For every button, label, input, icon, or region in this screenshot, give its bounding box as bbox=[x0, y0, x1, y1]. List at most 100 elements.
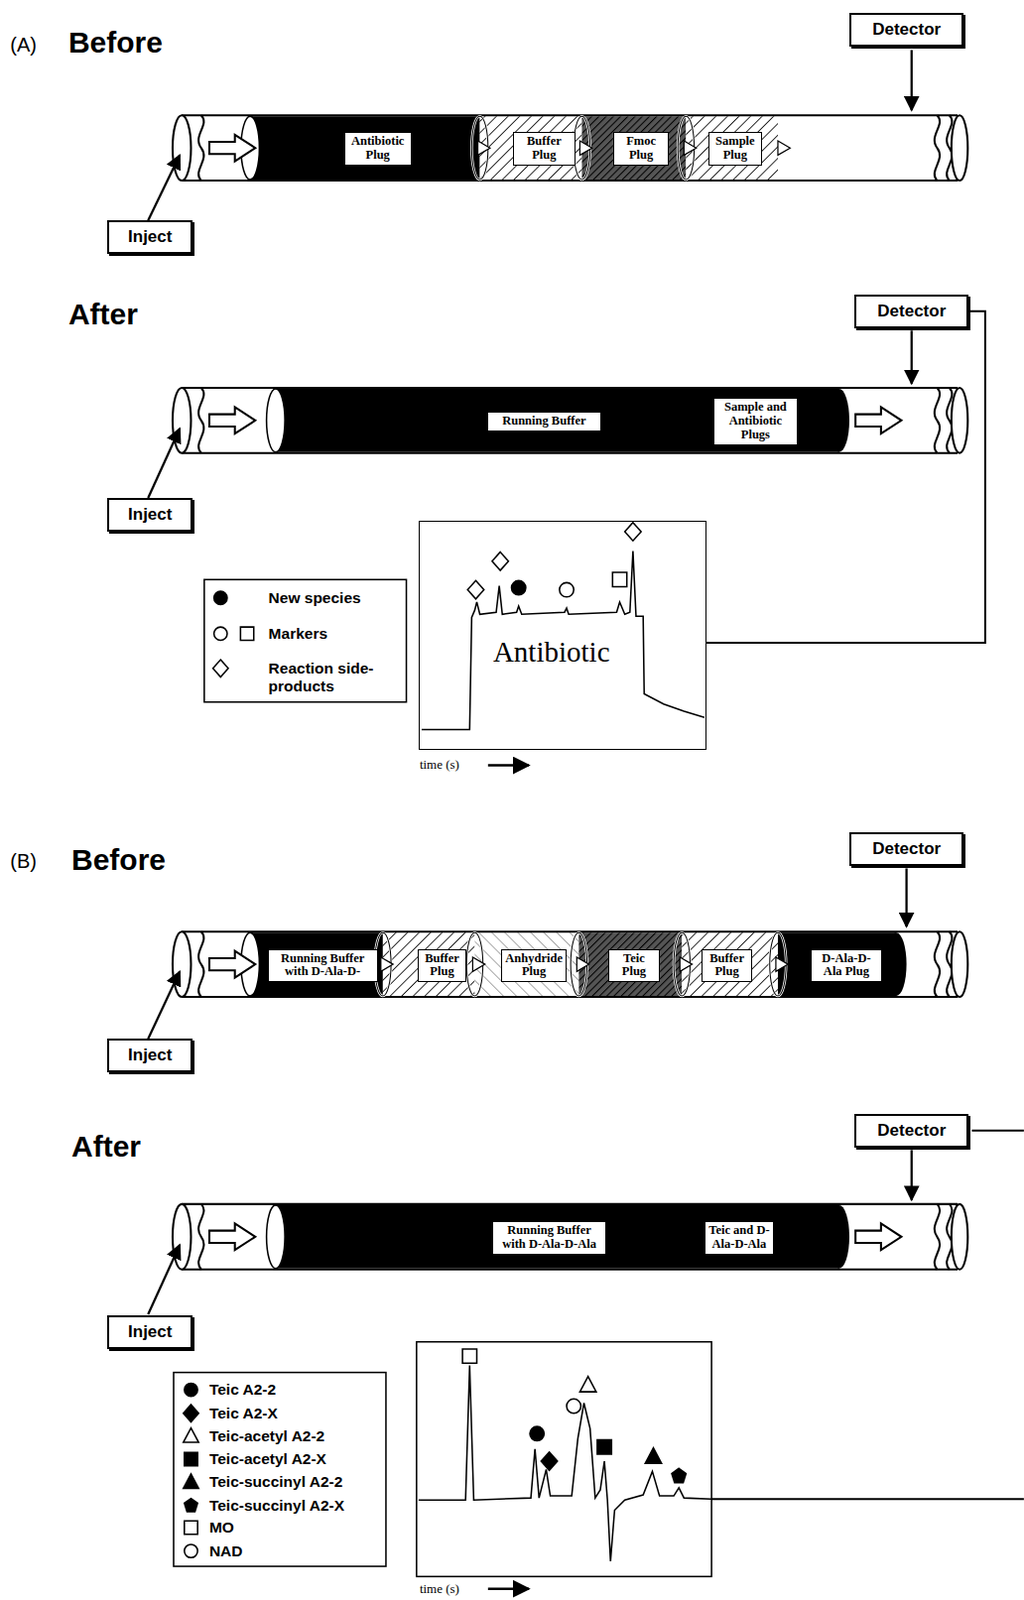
legend-frame bbox=[204, 579, 407, 702]
label-box: Detector bbox=[849, 832, 964, 867]
node-text: Sample Plug bbox=[712, 134, 759, 163]
capillary-wall bbox=[181, 179, 958, 182]
plug-label: Buffer Plug bbox=[701, 949, 753, 984]
capillary-wall bbox=[181, 386, 958, 389]
time-arrow bbox=[488, 1587, 529, 1591]
plug-band bbox=[828, 388, 850, 453]
flow-arrow bbox=[683, 140, 696, 155]
plug-band bbox=[777, 932, 896, 997]
marker-symbol bbox=[579, 1377, 596, 1393]
inject-arrow bbox=[147, 971, 180, 1039]
signal-wire bbox=[711, 1498, 1024, 1501]
node-text: Detector bbox=[857, 19, 956, 40]
plug-label: Sample and Antibiotic Plugs bbox=[713, 397, 797, 445]
capillary-break bbox=[934, 115, 940, 181]
capillary-wall bbox=[181, 114, 958, 117]
flow-arrow bbox=[855, 1223, 901, 1251]
detector-arrow bbox=[910, 330, 913, 384]
inject-arrow bbox=[147, 1245, 180, 1315]
node-text: Buffer Plug bbox=[516, 134, 573, 163]
detector-arrow bbox=[910, 1150, 913, 1200]
panel-heading: After bbox=[71, 1130, 141, 1164]
panel-heading: Before bbox=[71, 843, 166, 878]
label-box: Detector bbox=[854, 294, 969, 329]
flow-arrow bbox=[579, 140, 592, 155]
plug-band bbox=[250, 932, 384, 997]
capillary-inlet bbox=[172, 115, 192, 181]
plug-band bbox=[275, 1205, 840, 1270]
electropherogram bbox=[418, 1365, 712, 1562]
legend-text: Teic A2-2 bbox=[209, 1381, 384, 1400]
node-text: Fmoc Plug bbox=[617, 134, 665, 163]
capillary-wall bbox=[181, 452, 958, 455]
label-box: Inject bbox=[107, 1038, 193, 1073]
node-text: Detector bbox=[862, 1121, 961, 1142]
capillary-outlet bbox=[951, 115, 968, 181]
plug-band bbox=[250, 116, 480, 180]
flow-arrow bbox=[478, 140, 491, 155]
capillary-break bbox=[198, 387, 204, 454]
flow-arrow bbox=[777, 140, 790, 155]
inject-arrow bbox=[147, 154, 180, 221]
marker-symbol bbox=[612, 572, 627, 587]
plug-label: Running Buffer with D-Ala-D-Ala bbox=[492, 1221, 607, 1256]
node-text: Inject bbox=[115, 227, 185, 248]
panel-heading: Before bbox=[68, 25, 163, 60]
flow-arrow bbox=[209, 951, 256, 979]
plug-band bbox=[578, 932, 682, 997]
marker-symbol bbox=[184, 1521, 198, 1535]
plug-band bbox=[383, 932, 476, 997]
marker-symbol bbox=[240, 627, 254, 640]
marker-symbol bbox=[184, 1383, 198, 1397]
node-text: Antibiotic bbox=[493, 636, 706, 669]
capillary-break bbox=[934, 1204, 940, 1271]
legend-text: Teic A2-X bbox=[209, 1405, 384, 1423]
capillary-inlet bbox=[172, 387, 192, 454]
capillary bbox=[181, 1204, 958, 1271]
capillary-break bbox=[198, 1204, 204, 1271]
capillary bbox=[181, 387, 958, 454]
capillary-wall bbox=[181, 996, 958, 999]
node-text: Teic Plug bbox=[612, 952, 655, 981]
flow-arrow bbox=[775, 957, 788, 972]
plug-label: Sample Plug bbox=[708, 131, 763, 166]
node-text: Inject bbox=[115, 1322, 185, 1343]
marker-symbol bbox=[214, 591, 228, 605]
plug-label: Teic and D-Ala-D-Ala bbox=[704, 1221, 774, 1256]
plug-band bbox=[828, 1205, 850, 1270]
capillary-outlet bbox=[951, 1204, 968, 1271]
flow-arrow bbox=[209, 406, 256, 434]
time-arrow bbox=[488, 764, 529, 768]
node-text: Anhydride Plug bbox=[505, 952, 563, 981]
capillary-break bbox=[198, 931, 204, 998]
electropherogram-panel: Antibiotic bbox=[418, 520, 707, 752]
plug-label: Running Buffer with D-Ala-D- bbox=[267, 949, 379, 984]
legend-text: Markers bbox=[268, 625, 402, 643]
capillary-inlet bbox=[172, 1204, 192, 1271]
node-text: Buffer Plug bbox=[705, 952, 749, 981]
capillary-break bbox=[934, 387, 940, 454]
capillary bbox=[181, 115, 958, 181]
node-text: D-Ala-D-Ala Plug bbox=[814, 952, 879, 981]
plug-band bbox=[886, 932, 907, 997]
plug-band bbox=[480, 116, 583, 180]
legend-text: NAD bbox=[209, 1542, 384, 1561]
plug-band bbox=[474, 932, 579, 997]
marker-symbol bbox=[467, 580, 484, 600]
legend-text: Reaction side-products bbox=[268, 659, 400, 696]
capillary-wall bbox=[181, 930, 958, 933]
marker-symbol bbox=[213, 659, 229, 677]
flow-arrow bbox=[679, 957, 692, 972]
marker-symbol bbox=[540, 1452, 557, 1472]
marker-symbol bbox=[184, 1499, 198, 1513]
panel-letter: (B) bbox=[9, 850, 37, 874]
plug-band bbox=[685, 116, 778, 180]
marker-symbol bbox=[511, 580, 525, 595]
legend-frame bbox=[173, 1373, 386, 1567]
plug-label: Fmoc Plug bbox=[613, 131, 669, 166]
node-text: Inject bbox=[115, 1045, 185, 1066]
legend-text: Teic-succinyl A2-2 bbox=[209, 1473, 384, 1492]
marker-symbol bbox=[183, 1428, 199, 1443]
node-text: Detector bbox=[857, 839, 956, 860]
